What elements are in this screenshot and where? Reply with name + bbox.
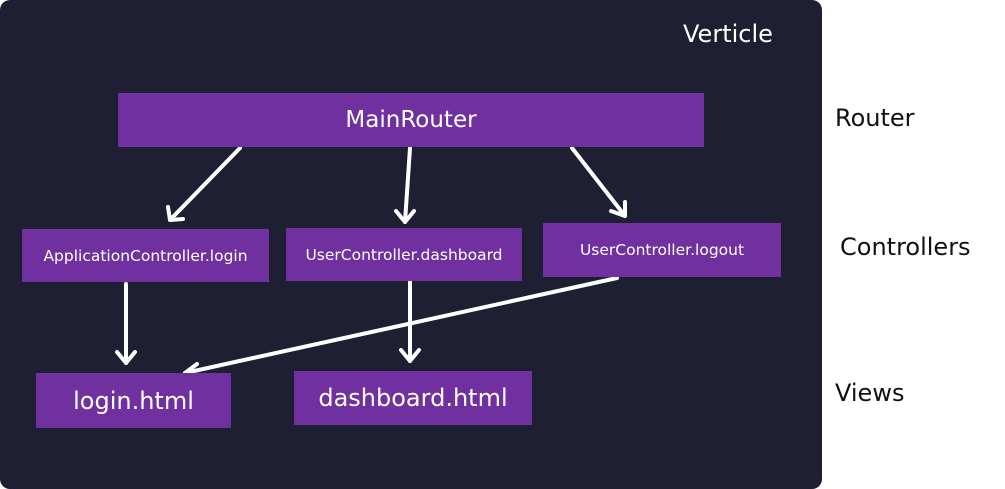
node-login-view: login.html [36,373,231,428]
container-title: Verticle [683,20,773,48]
row-label-views: Views [835,379,905,407]
node-application-controller-login: ApplicationController.login [22,229,269,282]
row-label-controllers: Controllers [840,233,971,261]
node-user-controller-logout: UserController.logout [543,223,781,277]
node-dashboard-view: dashboard.html [294,371,532,425]
node-main-router: MainRouter [118,93,704,147]
node-user-controller-dashboard: UserController.dashboard [286,228,522,281]
row-label-router: Router [835,104,915,132]
